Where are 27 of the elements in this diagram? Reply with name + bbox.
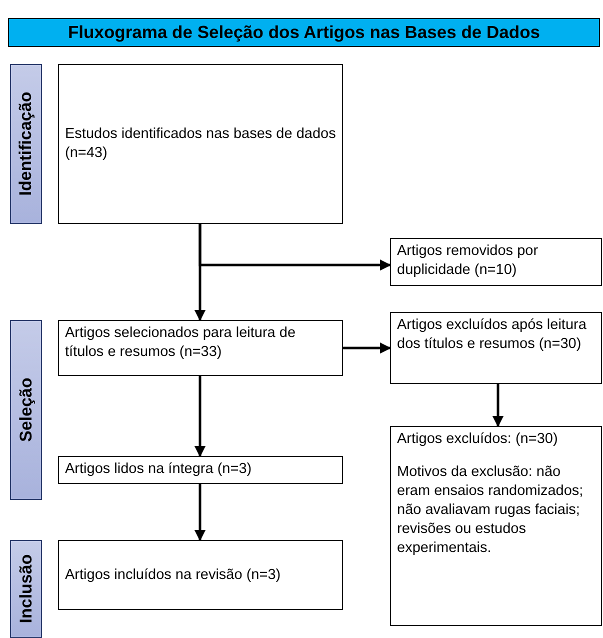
- arrow: [194, 376, 206, 458]
- arrow: [198, 224, 392, 271]
- process-box: [58, 320, 343, 376]
- stage-label: Inclusão: [15, 554, 36, 624]
- box-text: Artigos selecionados para leitura de títulos e resumos (n=33): [65, 324, 297, 362]
- stage-label: Seleção: [15, 378, 36, 442]
- stage-band: [10, 540, 42, 638]
- title-banner: Fluxograma de Seleção dos Artigos nas Bases de Dados: [8, 18, 600, 47]
- arrow: [194, 484, 206, 542]
- process-box: [58, 456, 343, 484]
- arrow: [492, 384, 504, 428]
- box-text: Estudos identificados nas bases de dados (n=43): [65, 125, 336, 163]
- process-box: [390, 312, 602, 384]
- box-text: Artigos incluídos na revisão (n=3): [65, 566, 282, 584]
- box-text: Artigos lidos na íntegra (n=3): [65, 460, 253, 479]
- box-text: Artigos excluídos: (n=30): [397, 430, 559, 449]
- stage-band: [10, 320, 42, 500]
- box-text: Artigos excluídos após leitura dos títulos e resumos (n=30): [397, 316, 588, 354]
- box-text: Motivos da exclusão: não eram ensaios randomizados; não avaliavam rugas faciais; revisões ou estudos experimentais.: [397, 463, 584, 558]
- box-text: Artigos removidos por duplicidade (n=10): [397, 242, 540, 280]
- process-box: [58, 64, 343, 224]
- stage-label: Identificação: [15, 92, 36, 196]
- process-box: [390, 238, 602, 286]
- process-box: [58, 540, 343, 610]
- arrow: [343, 342, 392, 354]
- stage-band: [10, 64, 42, 224]
- process-box: [390, 426, 602, 626]
